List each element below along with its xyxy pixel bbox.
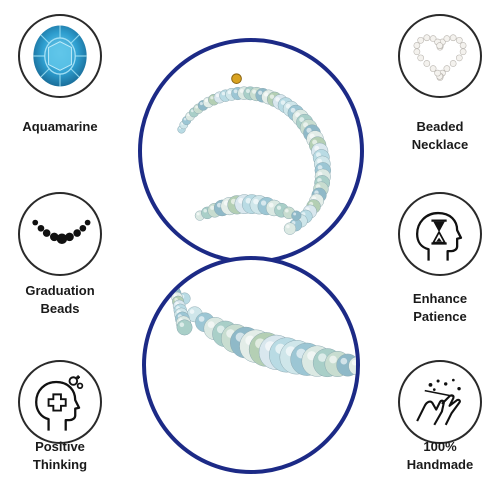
beaded-necklace-label: Beaded Necklace: [385, 118, 495, 154]
pearl-necklace-icon: [413, 34, 467, 81]
beaded-necklace-feature-circle: [398, 14, 482, 98]
graduation-beads-label-line2: Beads: [40, 301, 80, 316]
aquamarine-label: Aquamarine: [22, 119, 98, 134]
positive-thinking-label-line2: Thinking: [32, 457, 88, 472]
necklace-closeup-image: [169, 283, 356, 378]
aquamarine-feature-circle: [18, 14, 102, 98]
handmade-feature-circle: [398, 360, 482, 444]
hourglass-head-icon: [416, 211, 463, 261]
positive-thinking-feature-circle: [18, 360, 102, 444]
enhance-patience-feature-circle: [398, 192, 482, 276]
graduated-beads-icon: [32, 219, 91, 244]
necklace-closeup-view: [142, 256, 360, 474]
handmade-label-line1: 100%: [423, 439, 457, 454]
beaded-necklace-label-line2: Necklace: [411, 137, 469, 152]
enhance-patience-label: Enhance Patience: [385, 290, 495, 326]
handmade-label-line2: Handmade: [406, 457, 474, 472]
positive-thinking-label-line1: Positive: [35, 439, 85, 454]
graduation-beads-feature-circle: [18, 192, 102, 276]
handmade-label: 100% Handmade: [385, 438, 495, 474]
necklace-full-image: [177, 73, 332, 235]
head-plus-icon: [35, 375, 84, 431]
aquamarine-gem-icon: [33, 25, 87, 87]
enhance-patience-label-line2: Patience: [413, 309, 467, 324]
enhance-patience-label-line1: Enhance: [412, 291, 468, 306]
hands-threading-icon: [416, 378, 461, 426]
beaded-necklace-label-line1: Beaded: [416, 119, 464, 134]
necklace-full-view: [138, 38, 364, 264]
graduation-beads-label-line1: Graduation: [25, 283, 95, 298]
positive-thinking-label: Positive Thinking: [5, 438, 115, 474]
graduation-beads-label: Graduation Beads: [5, 282, 115, 318]
